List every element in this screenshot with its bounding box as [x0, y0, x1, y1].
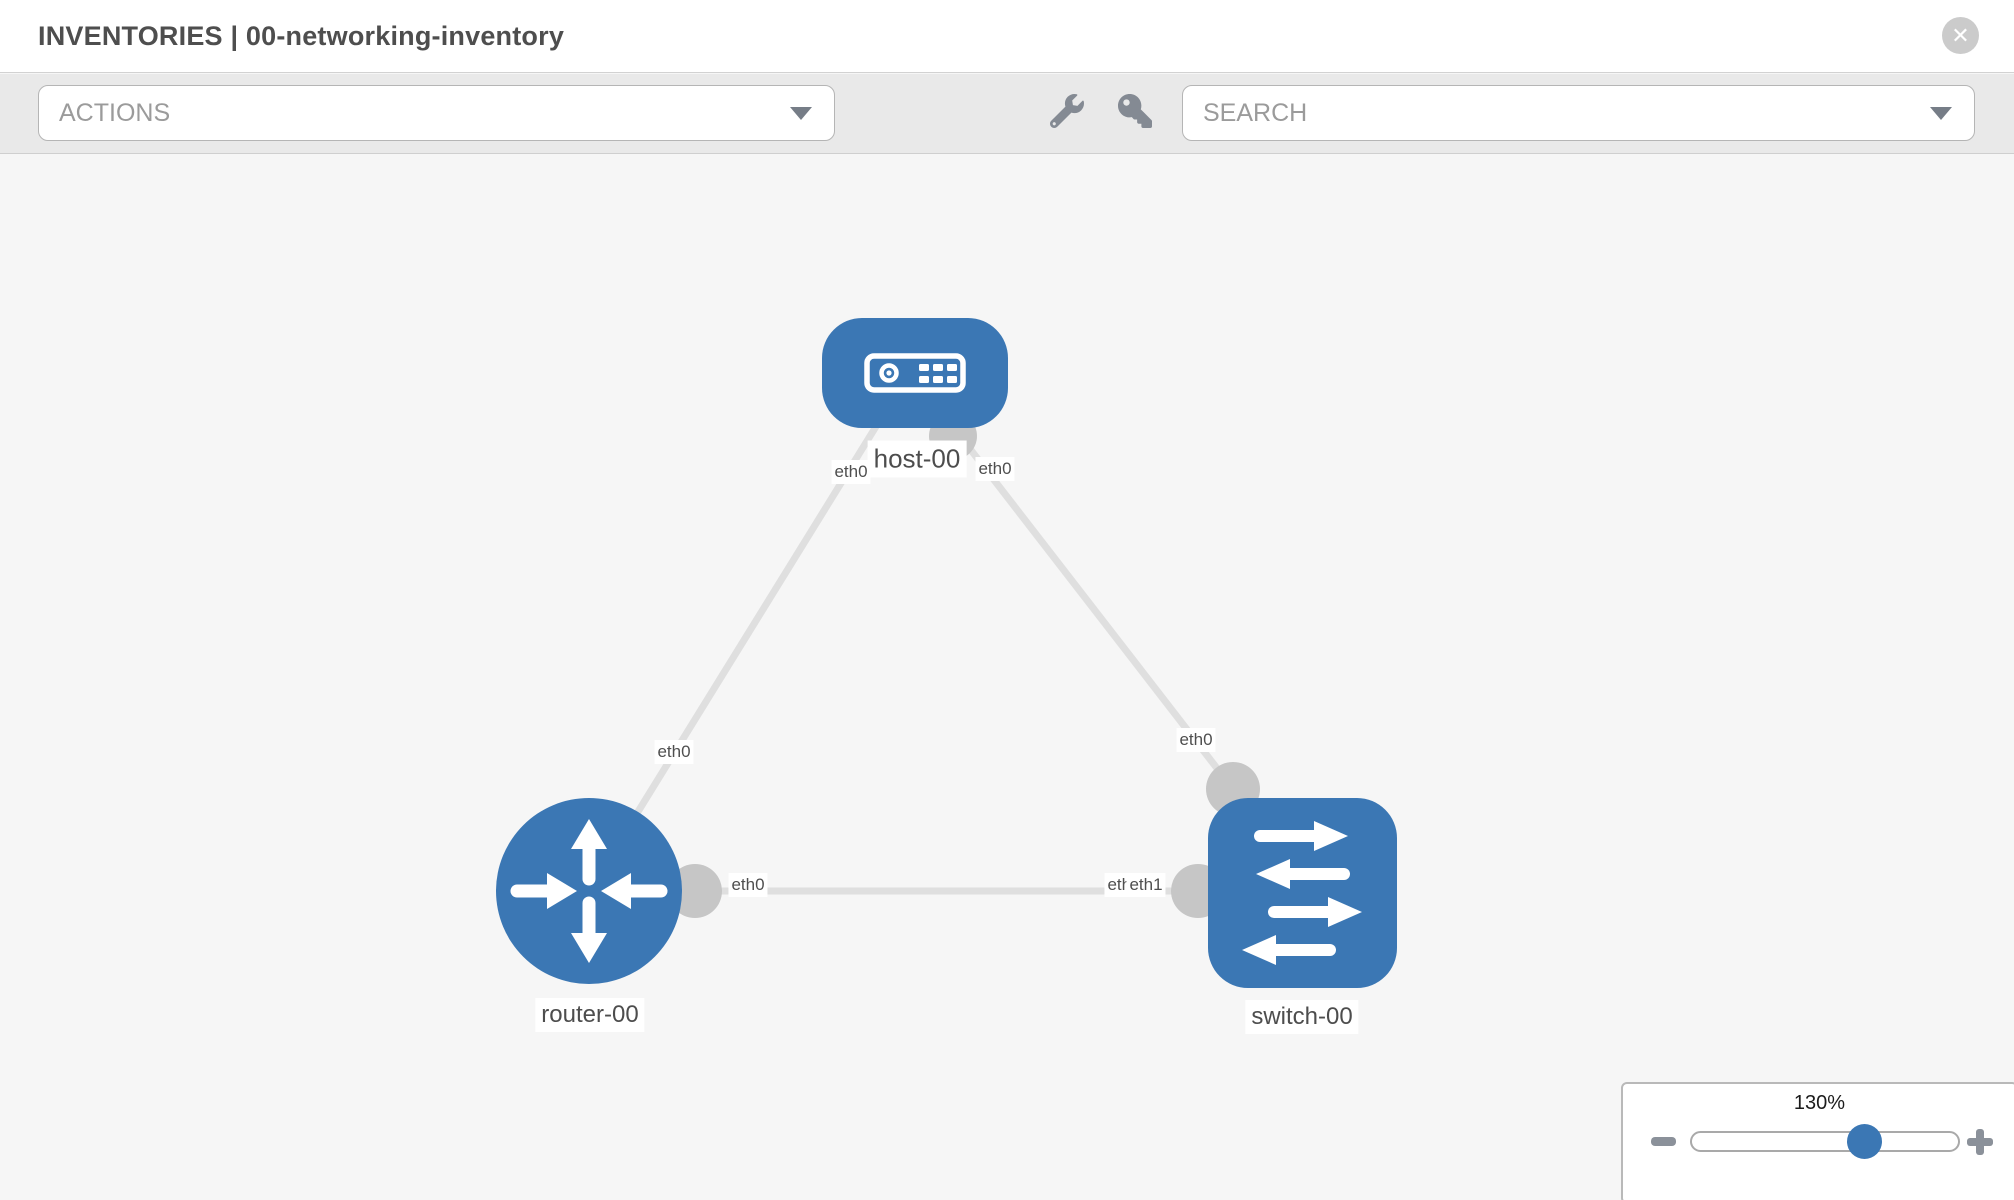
zoom-panel: 130% [1621, 1082, 2014, 1200]
node-host[interactable] [822, 318, 1008, 428]
zoom-slider-track[interactable] [1690, 1131, 1960, 1152]
node-label-host: host-00 [867, 440, 967, 478]
node-router[interactable] [496, 798, 682, 984]
actions-dropdown-label: ACTIONS [59, 99, 171, 127]
switch-icon [1242, 821, 1362, 965]
plus-icon[interactable] [1967, 1129, 1993, 1155]
wrench-icon[interactable] [1042, 86, 1092, 136]
chevron-down-icon [790, 107, 812, 120]
router-icon [510, 819, 668, 963]
host-icon [864, 353, 966, 393]
key-icon[interactable] [1110, 86, 1160, 136]
page-title: INVENTORIES | 00-networking-inventory [38, 21, 565, 51]
interface-label: eth0 [975, 457, 1015, 481]
toolbar: ACTIONS SEARCH [0, 74, 2014, 154]
header-bar: INVENTORIES | 00-networking-inventory ✕ [0, 0, 2014, 73]
search-dropdown-label: SEARCH [1203, 99, 1308, 127]
interface-dot-router [668, 864, 722, 918]
interface-label: eth1 [1126, 873, 1166, 897]
actions-dropdown[interactable]: ACTIONS [38, 85, 835, 141]
interface-label: eth0 [654, 740, 694, 764]
node-label-router: router-00 [535, 998, 645, 1032]
zoom-level: 130% [1793, 1092, 1846, 1114]
interface-label: eth0 [728, 873, 768, 897]
topology-svg [496, 318, 1397, 988]
node-switch[interactable] [1208, 798, 1397, 988]
zoom-slider-thumb[interactable] [1847, 1124, 1882, 1159]
close-icon[interactable]: ✕ [1942, 17, 1979, 54]
search-dropdown[interactable]: SEARCH [1182, 85, 1975, 141]
node-label-switch: switch-00 [1245, 1000, 1359, 1034]
interface-label: eth0 [831, 460, 871, 484]
interface-label: eth0 [1176, 728, 1216, 752]
chevron-down-icon [1930, 107, 1952, 120]
minus-icon[interactable] [1651, 1137, 1676, 1146]
topology-canvas[interactable]: eth0 eth0 eth0 eth0 eth0 eth0 eth1 host-… [0, 155, 2014, 1200]
